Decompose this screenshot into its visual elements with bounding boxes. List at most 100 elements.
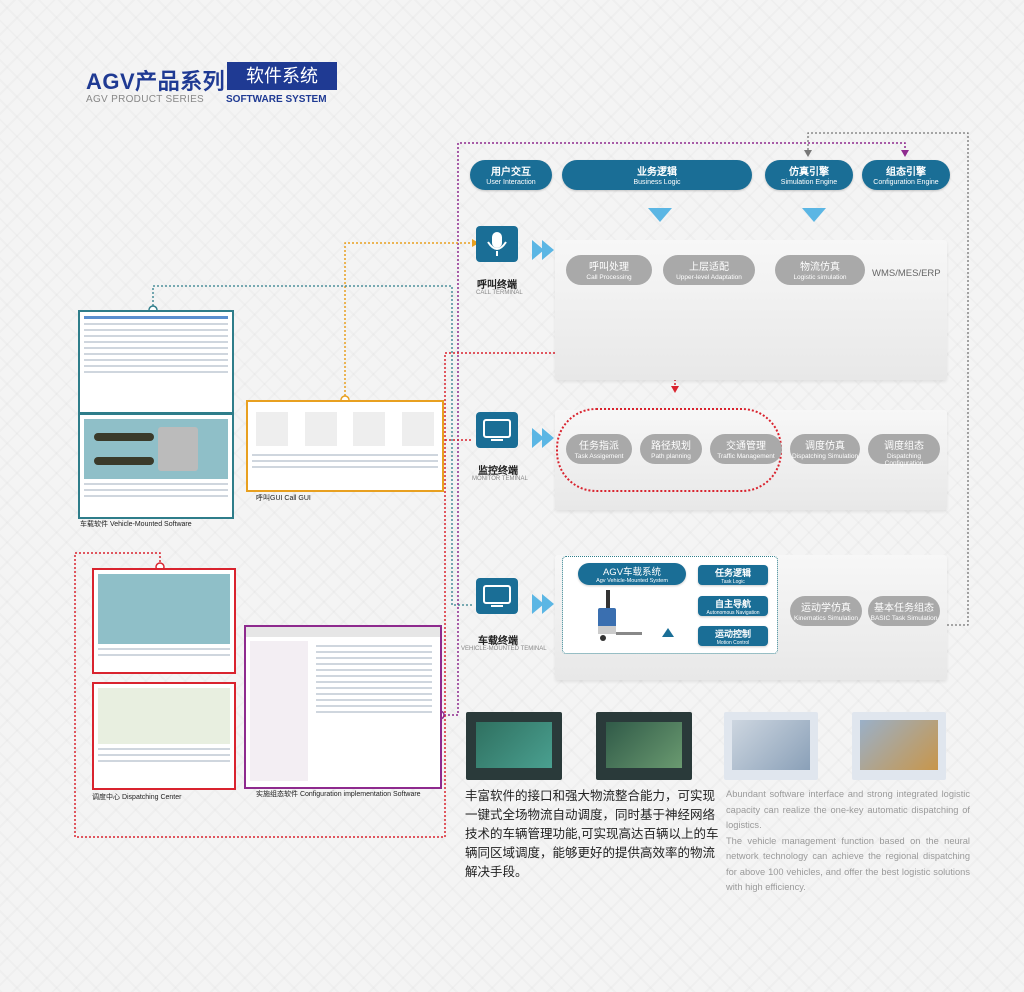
module-label: 仿真引擎 bbox=[789, 167, 829, 178]
vehicle-terminal-label: 车载终端 bbox=[478, 636, 518, 647]
item-label-en: BASIC Task Simulation bbox=[870, 615, 938, 622]
call-processing-item: 呼叫处理 Call Processing bbox=[566, 255, 652, 285]
dispatch-center-caption: 调度中心 Dispatching Center bbox=[92, 794, 182, 801]
page-title-box: 软件系统 bbox=[227, 62, 337, 90]
agv-subtitle: Agv Vehicle-Mounted System bbox=[596, 578, 668, 584]
arrow-down-icon bbox=[802, 208, 826, 222]
module-label-en: Simulation Engine bbox=[780, 179, 838, 186]
module-simulation-engine: 仿真引擎 Simulation Engine bbox=[765, 160, 853, 190]
item-label-en: Motion Control bbox=[716, 640, 750, 646]
module-configuration-engine: 组态引擎 Configuration Engine bbox=[862, 160, 950, 190]
kinematics-simulation-item: 运动学仿真 Kinematics Simulation bbox=[790, 596, 862, 626]
chevron-right-icon bbox=[532, 428, 544, 448]
autonomous-navigation-item: 自主导航 Autonomous Navigation bbox=[698, 596, 768, 616]
motion-control-item: 运动控制 Motion Control bbox=[698, 626, 768, 646]
vehicle-terminal-label-en: VEHICLE-MOUNTED TEMINAL bbox=[461, 646, 547, 652]
monitor-terminal-label: 监控终端 bbox=[478, 466, 518, 477]
arrow-down-icon bbox=[648, 208, 672, 222]
config-graph-image bbox=[250, 641, 308, 781]
purple-connector bbox=[440, 142, 906, 716]
triangle-icon bbox=[662, 628, 674, 637]
item-label-en: Path planning bbox=[651, 453, 691, 460]
warehouse-photo-2 bbox=[852, 712, 946, 780]
gray-arrowhead bbox=[804, 150, 812, 157]
item-label: 运动控制 bbox=[714, 629, 751, 639]
task-assignment-item: 任务指派 Task Assigement bbox=[566, 434, 632, 464]
item-label: 运动学仿真 bbox=[801, 603, 851, 614]
item-label-en: Autonomous Navigation bbox=[706, 610, 760, 616]
red-arrowhead bbox=[671, 386, 679, 393]
task-logic-item: 任务逻辑 Task Logic bbox=[698, 565, 768, 585]
module-label-en: Configuration Engine bbox=[873, 179, 939, 186]
upper-adaptation-item: 上层适配 Upper-level Adaptation bbox=[663, 255, 755, 285]
call-gui-caption: 呼叫GUI Call GUI bbox=[256, 495, 311, 502]
call-gui-tile bbox=[304, 412, 337, 446]
module-label-en: User Interaction bbox=[486, 179, 536, 186]
config-software-screenshot bbox=[244, 625, 442, 789]
module-label-en: Business Logic bbox=[633, 179, 681, 186]
description-cn: 丰富软件的接口和强大物流整合能力，可实现一键式全场物流自动调度，同时基于神经网络… bbox=[465, 789, 719, 879]
item-label: 路径规划 bbox=[651, 441, 691, 452]
dispatching-configuration-item: 调度组态 Dispatching Configuration bbox=[868, 434, 940, 467]
warehouse-render-2 bbox=[596, 712, 692, 780]
item-label: 调度组态 bbox=[884, 441, 924, 452]
chevron-right-icon bbox=[542, 594, 554, 614]
purple-arrowhead bbox=[901, 150, 909, 157]
module-label: 组态引擎 bbox=[886, 167, 926, 178]
monitor-terminal-label-en: MONITOR TEMINAL bbox=[472, 476, 528, 482]
vehicle-software-caption: 车载软件 Vehicle-Mounted Software bbox=[80, 521, 192, 528]
dispatch-map-image bbox=[98, 574, 230, 644]
path-planning-item: 路径规划 Path planning bbox=[640, 434, 702, 464]
call-gui-screenshot bbox=[246, 400, 444, 492]
logistic-simulation-item: 物流仿真 Logistic simulation bbox=[775, 255, 865, 285]
item-label: 任务指派 bbox=[579, 441, 619, 452]
chevron-right-icon bbox=[542, 240, 554, 260]
item-label-en: Upper-level Adaptation bbox=[676, 274, 742, 281]
vehicle-software-screenshot-bottom bbox=[78, 413, 234, 519]
item-label: 任务逻辑 bbox=[714, 568, 751, 578]
chevron-right-icon bbox=[532, 594, 544, 614]
module-label: 业务逻辑 bbox=[637, 167, 677, 178]
description-en-1: Abundant software interface and strong i… bbox=[726, 789, 970, 830]
chevron-right-icon bbox=[542, 428, 554, 448]
page-subtitle-bold: SOFTWARE SYSTEM bbox=[226, 94, 327, 105]
item-label-en: Dispatching Configuration bbox=[884, 453, 924, 467]
item-label-en: Kinematics Simulation bbox=[794, 615, 858, 622]
monitor-icon bbox=[476, 578, 518, 614]
warehouse-photo-1 bbox=[724, 712, 818, 780]
item-label-en: Task Assigement bbox=[574, 453, 624, 460]
item-label: 基本任务组态 bbox=[874, 603, 934, 614]
red-connector bbox=[74, 352, 676, 838]
agv-system-title: AGV车载系统 Agv Vehicle-Mounted System bbox=[578, 563, 686, 585]
agv-title: AGV车载系统 bbox=[602, 567, 662, 578]
item-label: 上层适配 bbox=[689, 262, 729, 273]
call-gui-tile bbox=[256, 412, 289, 446]
description-en-2: The vehicle management function based on… bbox=[726, 835, 970, 893]
module-label: 用户交互 bbox=[491, 167, 531, 178]
item-label: 物流仿真 bbox=[800, 262, 840, 273]
item-label: 交通管理 bbox=[726, 441, 766, 452]
item-label-en: Dispatching Simulation bbox=[791, 453, 859, 460]
description-en: Abundant software interface and strong i… bbox=[726, 787, 970, 896]
warehouse-render-1 bbox=[466, 712, 562, 780]
gray-connector bbox=[807, 132, 969, 626]
item-label-en: Task Logic bbox=[721, 579, 745, 585]
vehicle-software-screenshot-top bbox=[78, 310, 234, 414]
module-business-logic: 业务逻辑 Business Logic bbox=[562, 160, 752, 190]
forklift-icon bbox=[592, 588, 648, 646]
item-label-en: Traffic Management bbox=[717, 453, 775, 460]
module-user-interaction: 用户交互 User Interaction bbox=[470, 160, 552, 190]
orange-connector bbox=[344, 242, 472, 400]
item-label-en: Call Processing bbox=[586, 274, 632, 281]
microphone-icon bbox=[476, 226, 518, 262]
wms-label: WMS/MES/ERP bbox=[872, 268, 941, 279]
dispatch-screenshot-bottom bbox=[92, 682, 236, 790]
call-gui-tile bbox=[353, 412, 386, 446]
dispatch-layout-image bbox=[98, 688, 230, 744]
call-gui-tile bbox=[401, 412, 434, 446]
item-label-en: Logistic simulation bbox=[793, 274, 847, 281]
call-terminal-label: 呼叫终端 bbox=[477, 280, 517, 291]
monitor-icon bbox=[476, 412, 518, 448]
orange-arrowhead bbox=[472, 239, 479, 247]
config-software-caption: 实施组态软件 Configuration implementation Soft… bbox=[256, 791, 421, 798]
